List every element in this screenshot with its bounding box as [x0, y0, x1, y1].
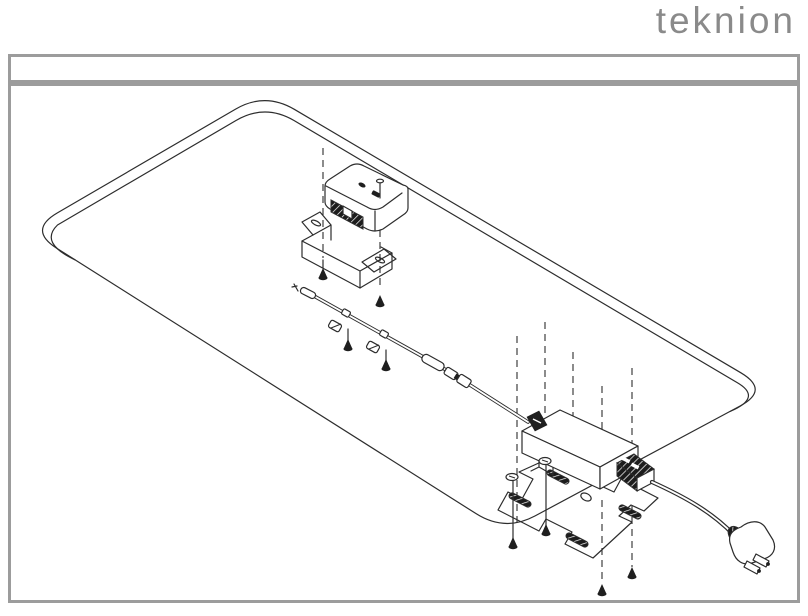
screw-head-slot — [541, 459, 549, 463]
screw — [381, 359, 391, 372]
screw — [508, 537, 518, 550]
screw-head — [375, 178, 385, 184]
plate-slot — [618, 504, 642, 520]
screw — [541, 524, 551, 537]
screw — [343, 339, 353, 352]
bracket-right-tab — [361, 248, 397, 273]
module-bracket — [301, 211, 397, 289]
screw — [375, 295, 385, 308]
ferrite-bead — [421, 353, 445, 372]
cable-assembly — [291, 283, 530, 424]
plate-hole — [580, 492, 592, 502]
plate-slot — [508, 492, 532, 508]
screw — [627, 567, 637, 580]
frame-border — [8, 54, 800, 603]
power-module-notch — [342, 205, 353, 220]
plug-prong — [752, 553, 770, 568]
connector-slot — [532, 418, 542, 424]
module-port-oval — [358, 182, 366, 188]
power-module — [324, 163, 409, 232]
teknion-logo: teknion — [655, 0, 796, 41]
plug-prong-tip — [757, 569, 761, 573]
tabletop-outline — [41, 100, 756, 525]
cable-clip — [365, 340, 381, 354]
frame-header-divider — [8, 80, 799, 86]
cable-plug — [299, 286, 317, 300]
bracket-left-tab — [301, 211, 332, 236]
cable-plug-tip — [291, 283, 299, 292]
mounting-plate — [497, 451, 659, 559]
power-cord-assembly — [616, 453, 776, 575]
power-cord — [649, 479, 737, 538]
tabletop-edge-thickness — [50, 111, 749, 413]
sheet-frame — [8, 54, 800, 603]
plate-slot — [565, 532, 589, 548]
tabletop — [41, 100, 756, 525]
plug-prong-tip — [766, 562, 770, 566]
cable-saddle — [378, 329, 390, 339]
power-module-top-edge — [325, 185, 403, 211]
fasteners — [318, 259, 637, 597]
power-cord-core — [651, 481, 735, 536]
bracket-hole — [310, 219, 322, 227]
cable-saddle — [340, 308, 352, 318]
screw — [597, 584, 607, 597]
bracket-hole — [374, 256, 386, 264]
bracket-inner-edges — [301, 224, 393, 289]
inline-connector — [456, 373, 472, 389]
screw-head-slot — [508, 475, 516, 479]
inlet-slot — [621, 456, 631, 464]
plug-prong — [743, 560, 761, 575]
cable-clip — [327, 319, 343, 333]
inlet-slot — [630, 462, 640, 470]
